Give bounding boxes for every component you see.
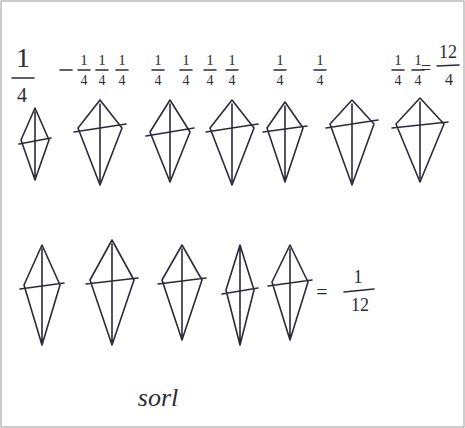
handwritten-word: sorl	[138, 385, 178, 411]
numerator: 1	[394, 53, 402, 68]
denominator: 4	[317, 74, 324, 88]
fraction-bar	[60, 69, 424, 71]
equals-sign: =	[316, 282, 327, 302]
denominator: 4	[415, 74, 422, 88]
denominator: 4	[183, 74, 190, 88]
denominator: 4	[99, 74, 106, 88]
numerator: 1	[154, 53, 162, 68]
numerator: 1	[182, 53, 190, 68]
fraction-bar	[344, 289, 374, 292]
numerator: 1	[16, 44, 30, 72]
numerator: 1	[354, 268, 363, 286]
kite-row	[19, 98, 448, 185]
numerator: 1	[80, 53, 88, 68]
kite-row	[20, 240, 312, 345]
numerator: 1	[118, 53, 126, 68]
numerator: 1	[414, 53, 422, 68]
fraction-bar	[12, 77, 34, 79]
fraction-bar	[437, 65, 459, 66]
numerator: 1	[316, 53, 324, 68]
denominator: 4	[445, 72, 453, 88]
denominator: 4	[229, 74, 236, 88]
numerator: 1	[98, 53, 106, 68]
denominator: 4	[277, 74, 284, 88]
denominator: 4	[17, 85, 27, 105]
numerator: 12	[439, 43, 457, 61]
denominator: 12	[351, 296, 369, 314]
denominator: 4	[81, 74, 88, 88]
numerator: 1	[276, 53, 284, 68]
numerator: 1	[206, 53, 214, 68]
denominator: 4	[207, 74, 214, 88]
denominator: 4	[395, 74, 402, 88]
denominator: 4	[155, 74, 162, 88]
numerator: 1	[228, 53, 236, 68]
denominator: 4	[119, 74, 126, 88]
equals-sign: =	[421, 59, 431, 77]
